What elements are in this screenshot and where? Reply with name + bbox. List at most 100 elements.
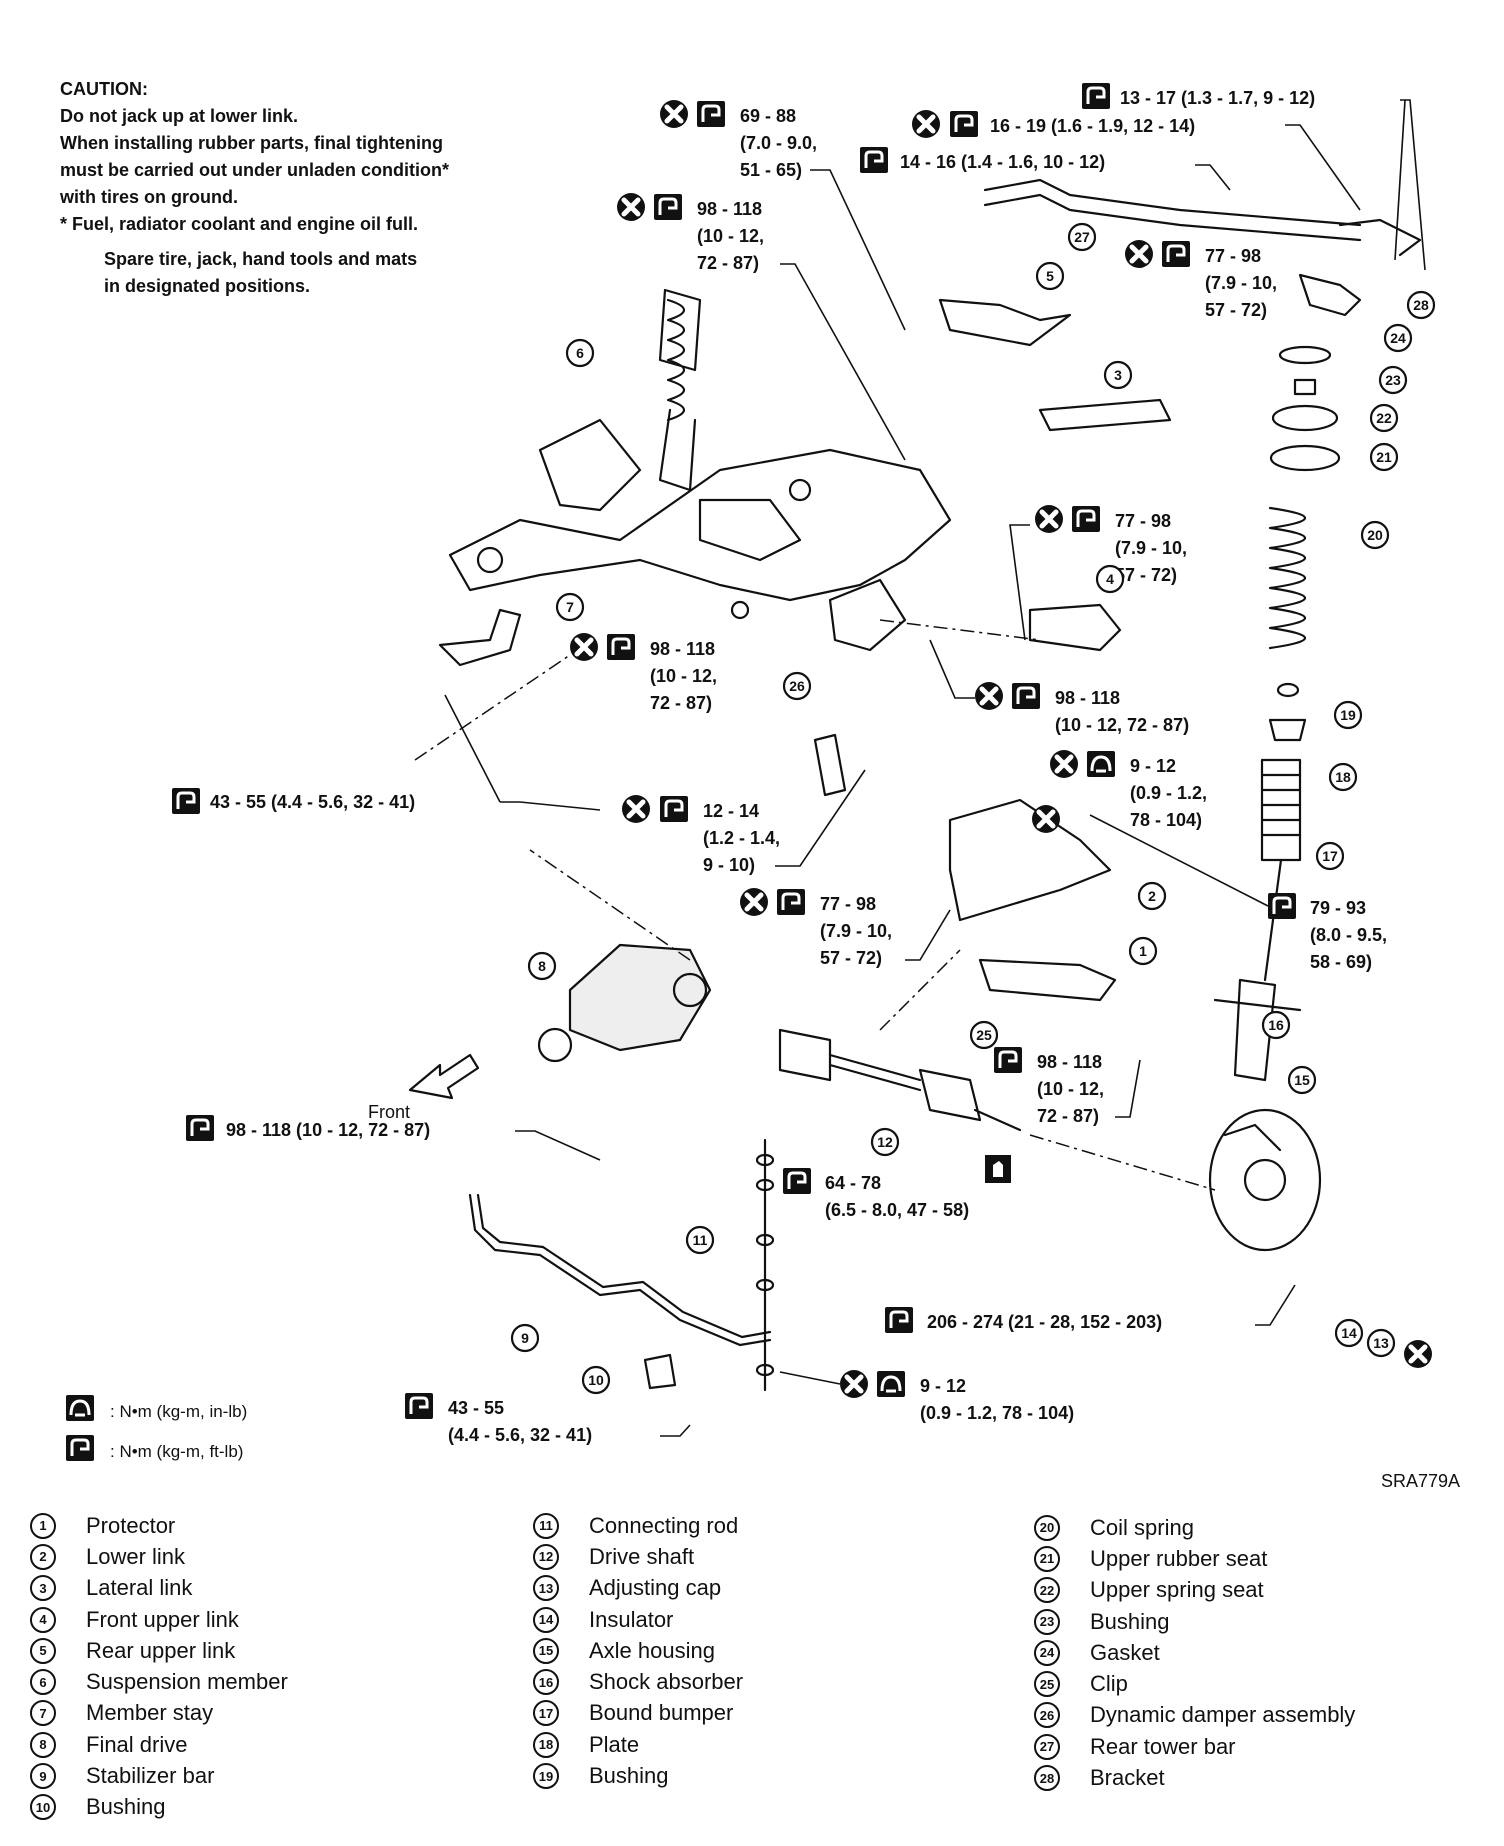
centerline <box>879 619 1041 641</box>
torque-wrench-icon <box>170 786 202 816</box>
callout-4: 4 <box>1095 564 1125 594</box>
caution-note: CAUTION: Do not jack up at lower link. W… <box>60 76 449 300</box>
legend-label: Bracket <box>1090 1765 1165 1791</box>
svg-text:8: 8 <box>538 958 546 974</box>
svg-text:72 - 87): 72 - 87) <box>1037 1106 1099 1126</box>
torque-callout-14: 77 - 98 (7.9 - 10, 57 - 72) <box>740 887 951 968</box>
torque-wrench-icon <box>403 1391 435 1421</box>
torque-wrench-icon <box>775 887 807 917</box>
svg-text:43 - 55 (4.4 - 5.6, 32 - 41): 43 - 55 (4.4 - 5.6, 32 - 41) <box>210 792 415 812</box>
callout-19: 19 <box>1333 700 1363 730</box>
torque-callout-11: 12 - 14 (1.2 - 1.4, 9 - 10) <box>622 769 866 875</box>
coil-spring-stack <box>1213 345 1341 1082</box>
svg-text:(7.0 - 9.0,: (7.0 - 9.0, <box>740 133 817 153</box>
torque-callout-15: 98 - 118 (10 - 12, 72 - 87) <box>992 1045 1141 1126</box>
centerline <box>1029 1134 1216 1191</box>
svg-text:77 - 98: 77 - 98 <box>1115 511 1171 531</box>
legend-item: 4 Front upper link <box>30 1604 288 1635</box>
torque-callout-13: 79 - 93 (8.0 - 9.5, 58 - 69) <box>1032 805 1387 972</box>
svg-text:43 - 55: 43 - 55 <box>448 1398 504 1418</box>
legend-item: 7 Member stay <box>30 1698 288 1729</box>
legend-label: Adjusting cap <box>589 1575 722 1601</box>
no-reuse-icon <box>660 100 688 128</box>
callout-16: 16 <box>1261 1010 1291 1040</box>
torque-callout-3: 16 - 19 (1.6 - 1.9, 12 - 14) <box>912 110 1361 211</box>
strut-assembly-left <box>658 288 702 492</box>
legend-number: 19 <box>533 1763 559 1790</box>
legend-number: 10 <box>30 1794 56 1821</box>
legend-number: 18 <box>533 1731 559 1758</box>
legend-label: Front upper link <box>86 1606 239 1632</box>
legend-number: 8 <box>30 1731 56 1758</box>
torque-wrench-icon <box>1266 891 1298 921</box>
no-reuse-icon <box>570 633 598 661</box>
svg-text:2: 2 <box>1148 888 1156 904</box>
no-reuse-icon <box>617 193 645 221</box>
legend-label: Upper rubber seat <box>1090 1545 1268 1571</box>
lower-link-drawing <box>948 798 1112 922</box>
stabilizer-bar-drawing <box>468 1193 772 1347</box>
bracket-drawing <box>1298 273 1362 317</box>
legend-label: Rear tower bar <box>1090 1733 1236 1759</box>
svg-text:(4.4 - 5.6, 32 - 41): (4.4 - 5.6, 32 - 41) <box>448 1425 592 1445</box>
torque-wrench-icon <box>781 1166 813 1196</box>
torque-key: : N•m (kg-m, in-lb) : N•m (kg-m, ft-lb) <box>64 1393 247 1463</box>
callout-6: 6 <box>565 338 595 368</box>
front-upper-link-drawing <box>1028 603 1122 652</box>
svg-text:69 - 88: 69 - 88 <box>740 106 796 126</box>
legend-number: 4 <box>30 1606 56 1633</box>
legend-number: 13 <box>533 1575 559 1602</box>
svg-text:72 - 87): 72 - 87) <box>697 253 759 273</box>
torque-wrench-icon <box>1080 81 1112 111</box>
callout-15: 15 <box>1287 1065 1317 1095</box>
legend-label: Member stay <box>86 1700 214 1726</box>
svg-text:3: 3 <box>1114 367 1122 383</box>
rear-tower-bar-drawing <box>983 178 1422 257</box>
caution-line: When installing rubber parts, final tigh… <box>60 133 444 153</box>
torque-callout-7: 77 - 98 (7.9 - 10, 57 - 72) <box>1009 505 1187 641</box>
svg-text:18: 18 <box>1335 769 1351 785</box>
torque-callout-17: 64 - 78 (6.5 - 8.0, 47 - 58) <box>781 1155 1011 1220</box>
svg-text:9 - 12: 9 - 12 <box>1130 756 1176 776</box>
centerline <box>529 849 691 961</box>
legend-number: 27 <box>1034 1733 1060 1760</box>
callout-20: 20 <box>1360 520 1390 550</box>
no-reuse-icon <box>840 1370 868 1398</box>
svg-text:14: 14 <box>1341 1325 1357 1341</box>
protector-drawing <box>978 958 1117 1002</box>
legend-number: 23 <box>1034 1608 1060 1635</box>
caution-line: * Fuel, radiator coolant and engine oil … <box>60 214 419 234</box>
drive-shaft-drawing <box>778 1028 1022 1132</box>
dynamic-damper-drawing <box>813 733 847 797</box>
bushing-drawing <box>643 1353 677 1390</box>
callout-1: 1 <box>1128 936 1158 966</box>
svg-text:1: 1 <box>1139 943 1147 959</box>
legend-number: 17 <box>533 1700 559 1727</box>
svg-text:20: 20 <box>1367 527 1383 543</box>
torque-wrench-icon <box>883 1305 915 1335</box>
legend-label: Stabilizer bar <box>86 1763 215 1789</box>
no-reuse-icon <box>912 110 940 138</box>
legend-label: Gasket <box>1090 1639 1160 1665</box>
svg-text:64 - 78: 64 - 78 <box>825 1173 881 1193</box>
legend-number: 7 <box>30 1700 56 1727</box>
no-reuse-icon <box>1050 750 1078 778</box>
final-drive-drawing <box>568 943 712 1052</box>
svg-text:77 - 98: 77 - 98 <box>1205 246 1261 266</box>
caution-line: Do not jack up at lower link. <box>60 106 299 126</box>
legend-number: 20 <box>1034 1514 1060 1541</box>
svg-text:17: 17 <box>1322 848 1338 864</box>
legend-label: Bushing <box>589 1763 669 1789</box>
svg-text:(10 - 12, 72 - 87): (10 - 12, 72 - 87) <box>1055 715 1189 735</box>
no-reuse-icon <box>975 682 1003 710</box>
torque-wrench-icon <box>1010 681 1042 711</box>
